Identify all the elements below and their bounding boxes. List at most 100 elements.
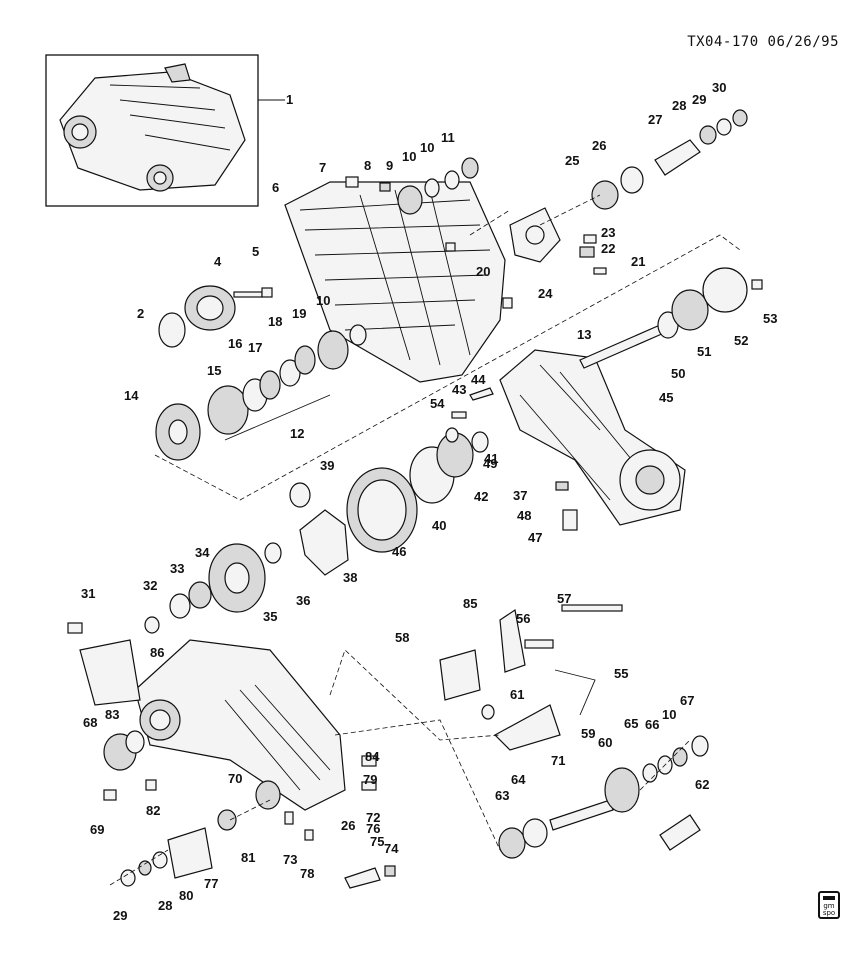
callout-74: 74 xyxy=(384,841,399,856)
callout-49: 49 xyxy=(483,456,497,471)
gm-spo-logo: gm spo xyxy=(818,891,840,919)
callout-86: 86 xyxy=(150,645,164,660)
callout-17: 17 xyxy=(248,340,262,355)
callout-58: 58 xyxy=(395,630,409,645)
callout-76: 76 xyxy=(366,821,380,836)
callout-70: 70 xyxy=(228,771,242,786)
callout-15: 15 xyxy=(207,363,221,378)
callout-67: 67 xyxy=(680,693,694,708)
callout-25: 25 xyxy=(565,153,579,168)
callout-85: 85 xyxy=(463,596,477,611)
callout-52: 52 xyxy=(734,333,748,348)
shift-fork-group xyxy=(439,604,623,751)
callout-27: 27 xyxy=(648,112,662,127)
callout-7: 7 xyxy=(319,160,326,175)
callout-57: 57 xyxy=(557,591,571,606)
rear-output-yoke-group xyxy=(103,779,396,889)
callout-75: 75 xyxy=(370,834,384,849)
callout-21: 21 xyxy=(631,254,645,269)
callout-4: 4 xyxy=(214,254,222,269)
callout-32: 32 xyxy=(143,578,157,593)
callout-44: 44 xyxy=(471,372,486,387)
callout-59: 59 xyxy=(581,726,595,741)
case-half-lower xyxy=(499,324,686,526)
callout-51: 51 xyxy=(697,344,711,359)
callout-14: 14 xyxy=(124,388,139,403)
callout-42: 42 xyxy=(474,489,488,504)
callout-50: 50 xyxy=(671,366,685,381)
callout-62: 62 xyxy=(695,777,709,792)
front-output-shaft-group xyxy=(498,735,709,859)
callout-11: 11 xyxy=(441,130,455,145)
callout-37: 37 xyxy=(513,488,527,503)
callout-22: 22 xyxy=(601,241,615,256)
callout-45: 45 xyxy=(659,390,673,405)
callout-69: 69 xyxy=(90,822,104,837)
callout-84: 84 xyxy=(365,749,380,764)
callout-29: 29 xyxy=(113,908,127,923)
callout-13: 13 xyxy=(577,327,591,342)
callout-55: 55 xyxy=(614,666,628,681)
callout-24: 24 xyxy=(538,286,553,301)
front-output-gear-stack xyxy=(155,324,367,461)
callout-19: 19 xyxy=(292,306,306,321)
callout-34: 34 xyxy=(195,545,210,560)
callout-39: 39 xyxy=(320,458,334,473)
callout-20: 20 xyxy=(476,264,490,279)
callout-83: 83 xyxy=(105,707,119,722)
callout-80: 80 xyxy=(179,888,193,903)
case-half-upper xyxy=(284,181,506,383)
callout-47: 47 xyxy=(528,530,542,545)
callout-68: 68 xyxy=(83,715,97,730)
callout-30: 30 xyxy=(712,80,726,95)
callout-36: 36 xyxy=(296,593,310,608)
callout-64: 64 xyxy=(511,772,526,787)
callout-35: 35 xyxy=(263,609,277,624)
callout-65: 65 xyxy=(624,716,638,731)
callout-28: 28 xyxy=(158,898,172,913)
oil-pump-plates xyxy=(657,267,763,339)
upper-bearing-hardware xyxy=(345,157,513,309)
callout-10: 10 xyxy=(662,707,676,722)
callout-73: 73 xyxy=(283,852,297,867)
callout-53: 53 xyxy=(763,311,777,326)
callout-66: 66 xyxy=(645,717,659,732)
callout-30: 30 xyxy=(0,0,14,3)
callout-40: 40 xyxy=(432,518,446,533)
callout-12: 12 xyxy=(290,426,304,441)
callout-26: 26 xyxy=(341,818,355,833)
callout-60: 60 xyxy=(598,735,612,750)
callout-63: 63 xyxy=(495,788,509,803)
callout-77: 77 xyxy=(204,876,218,891)
chain-and-sprocket-group xyxy=(289,387,578,576)
callout-29: 29 xyxy=(692,92,706,107)
callout-10: 10 xyxy=(402,149,416,164)
callout-61: 61 xyxy=(510,687,524,702)
callout-31: 31 xyxy=(81,586,95,601)
callout-10: 10 xyxy=(316,293,330,308)
callout-6: 6 xyxy=(272,180,279,195)
callout-8: 8 xyxy=(364,158,371,173)
callout-78: 78 xyxy=(300,866,314,881)
callout-43: 43 xyxy=(452,382,466,397)
callout-33: 33 xyxy=(170,561,184,576)
callout-56: 56 xyxy=(516,611,530,626)
planetary-gear-group xyxy=(144,542,282,634)
seal-and-bearing-group xyxy=(158,285,273,348)
callout-79: 79 xyxy=(363,772,377,787)
callout-23: 23 xyxy=(601,225,615,240)
callout-16: 16 xyxy=(228,336,242,351)
callout-18: 18 xyxy=(268,314,282,329)
pump-housing-and-yoke xyxy=(509,109,748,275)
callout-38: 38 xyxy=(343,570,357,585)
callout-26: 26 xyxy=(592,138,606,153)
callout-82: 82 xyxy=(146,803,160,818)
callout-41: 41 xyxy=(484,451,498,466)
callout-46: 46 xyxy=(392,544,406,559)
callout-48: 48 xyxy=(517,508,531,523)
callout-54: 54 xyxy=(430,396,445,411)
callout-5: 5 xyxy=(252,244,259,259)
